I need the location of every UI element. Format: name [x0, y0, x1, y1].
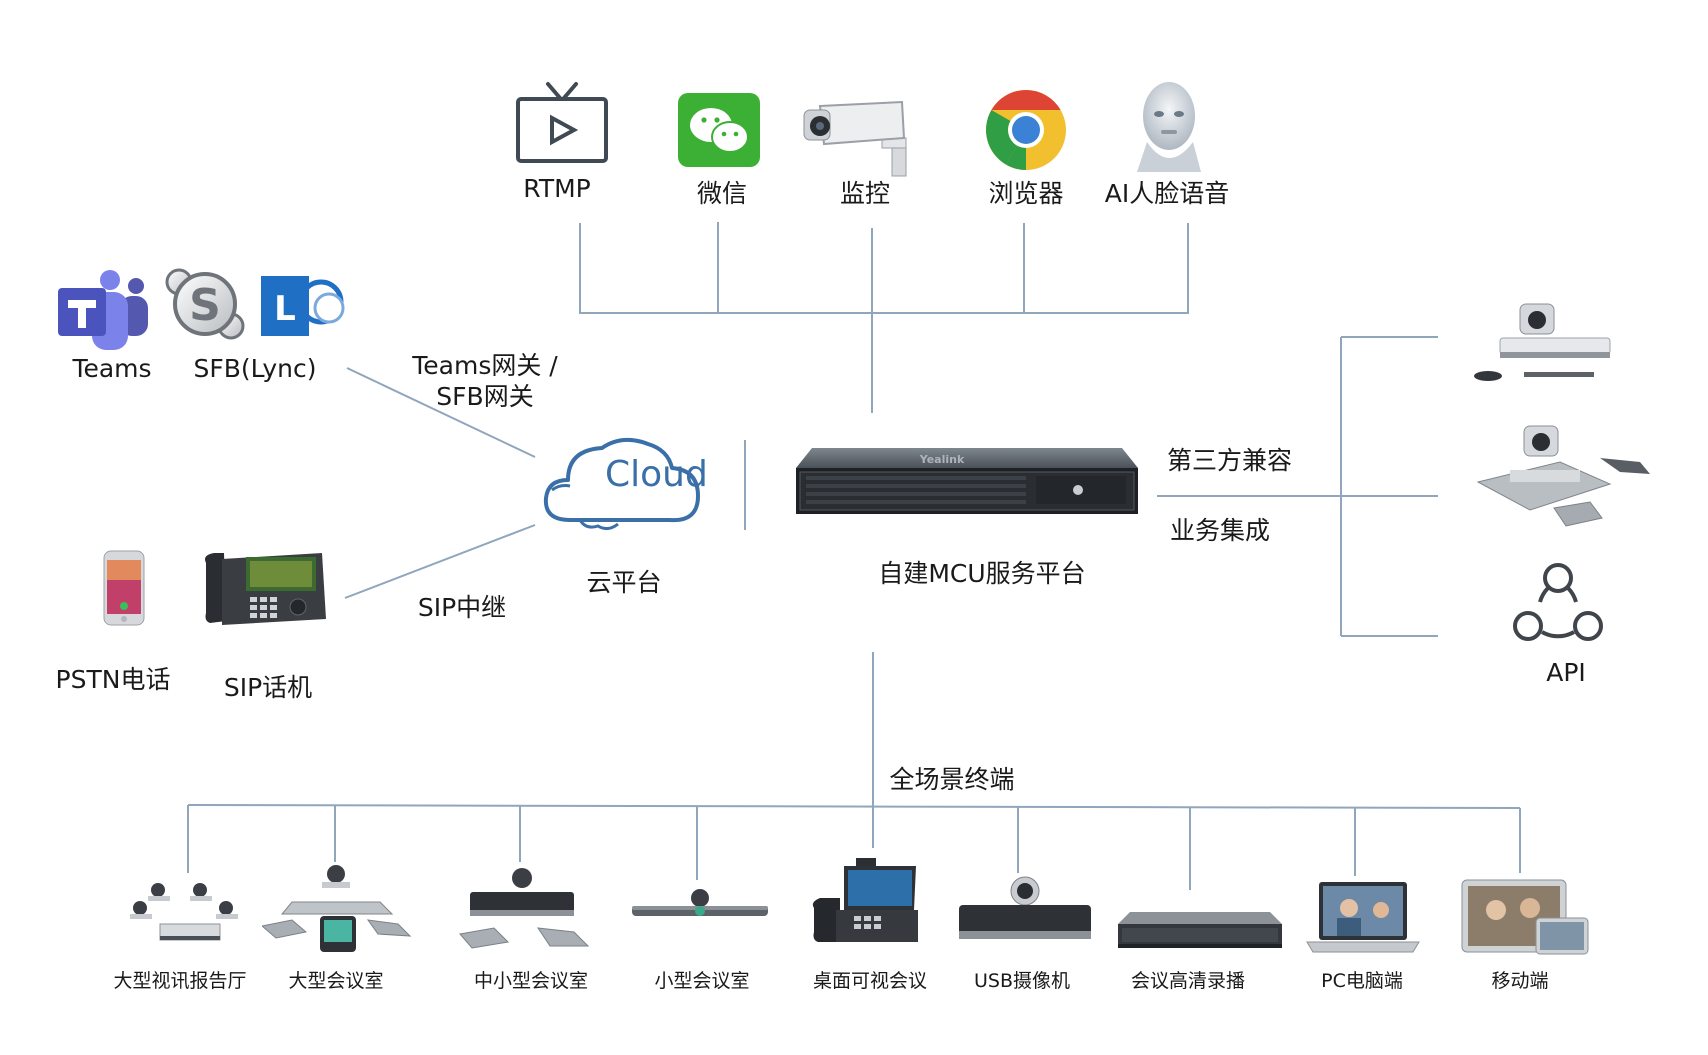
terminal-label-mobile: 移动端	[1491, 970, 1549, 992]
api-label: API	[1546, 658, 1586, 687]
cloud-icon	[543, 437, 700, 531]
video-conference-codec-icon	[1474, 303, 1611, 381]
app-label-sfb: SFB(Lync)	[193, 354, 317, 383]
svg-text:S: S	[189, 280, 221, 331]
terminal-label-medium: 中小型会议室	[473, 970, 589, 992]
terminal-label-pc: PC电脑端	[1321, 970, 1403, 992]
service-label-monitor: 监控	[839, 179, 891, 208]
terminal-label-usb: USB摄像机	[973, 970, 1071, 992]
terminal-label-hall: 大型视讯报告厅	[113, 970, 247, 992]
skype-icon: S	[165, 268, 245, 340]
terminal-label-small: 小型会议室	[654, 970, 750, 992]
service-label-wechat: 微信	[696, 179, 748, 208]
desktop-video-phone-icon	[812, 858, 918, 942]
svg-text:L: L	[274, 289, 296, 329]
app-label-pstn: PSTN电话	[55, 665, 171, 694]
lecture-hall-system-icon	[130, 883, 238, 941]
medium-room-system-icon	[459, 868, 590, 949]
mobile-phone-icon	[103, 550, 145, 626]
laptop-icon	[1306, 882, 1420, 953]
service-label-ai: AI人脸语音	[1104, 179, 1230, 208]
third-party-label: 第三方兼容	[1167, 446, 1293, 475]
connector-sip-cloud	[344, 524, 536, 599]
service-label-browser: 浏览器	[988, 179, 1064, 208]
connector-teams-cloud	[346, 367, 536, 458]
large-room-system-icon	[262, 865, 412, 952]
recording-server-icon	[1118, 912, 1282, 948]
security-camera-icon	[803, 100, 907, 177]
api-network-icon	[1513, 563, 1603, 641]
app-label-teams: Teams	[72, 354, 152, 383]
wechat-icon	[678, 93, 760, 167]
terminals-title: 全场景终端	[889, 765, 1015, 794]
sip-desk-phone-icon	[205, 553, 326, 625]
service-label-rtmp: RTMP	[523, 174, 591, 203]
chrome-icon	[986, 90, 1066, 170]
terminal-label-large: 大型会议室	[288, 970, 384, 992]
bottom-bus-line	[187, 804, 1521, 809]
cloud-platform-label: 云平台	[586, 568, 662, 597]
app-label-sip-phone: SIP话机	[223, 673, 313, 702]
terminal-label-desk: 桌面可视会议	[812, 970, 928, 992]
tablet-phone-icon	[1461, 879, 1589, 955]
cloud-word: Cloud	[605, 454, 708, 495]
mcu-server-icon: Yealink	[796, 448, 1138, 514]
integration-label: 业务集成	[1170, 516, 1271, 545]
group-video-system-icon	[1476, 425, 1650, 527]
small-room-bar-icon	[632, 889, 768, 916]
teams-icon	[58, 270, 148, 350]
usb-camera-icon	[959, 876, 1091, 939]
sip-trunk-label: SIP中继	[417, 593, 507, 622]
gateway-label-line1: Teams网关 /	[412, 351, 558, 380]
tv-play-icon	[516, 82, 608, 163]
svg-text:Yealink: Yealink	[919, 453, 965, 466]
terminal-label-record: 会议高清录播	[1130, 970, 1246, 992]
robot-head-icon	[1137, 82, 1201, 172]
lync-icon: L	[261, 276, 345, 336]
mcu-label: 自建MCU服务平台	[878, 559, 1086, 588]
gateway-label-line2: SFB网关	[436, 382, 534, 411]
